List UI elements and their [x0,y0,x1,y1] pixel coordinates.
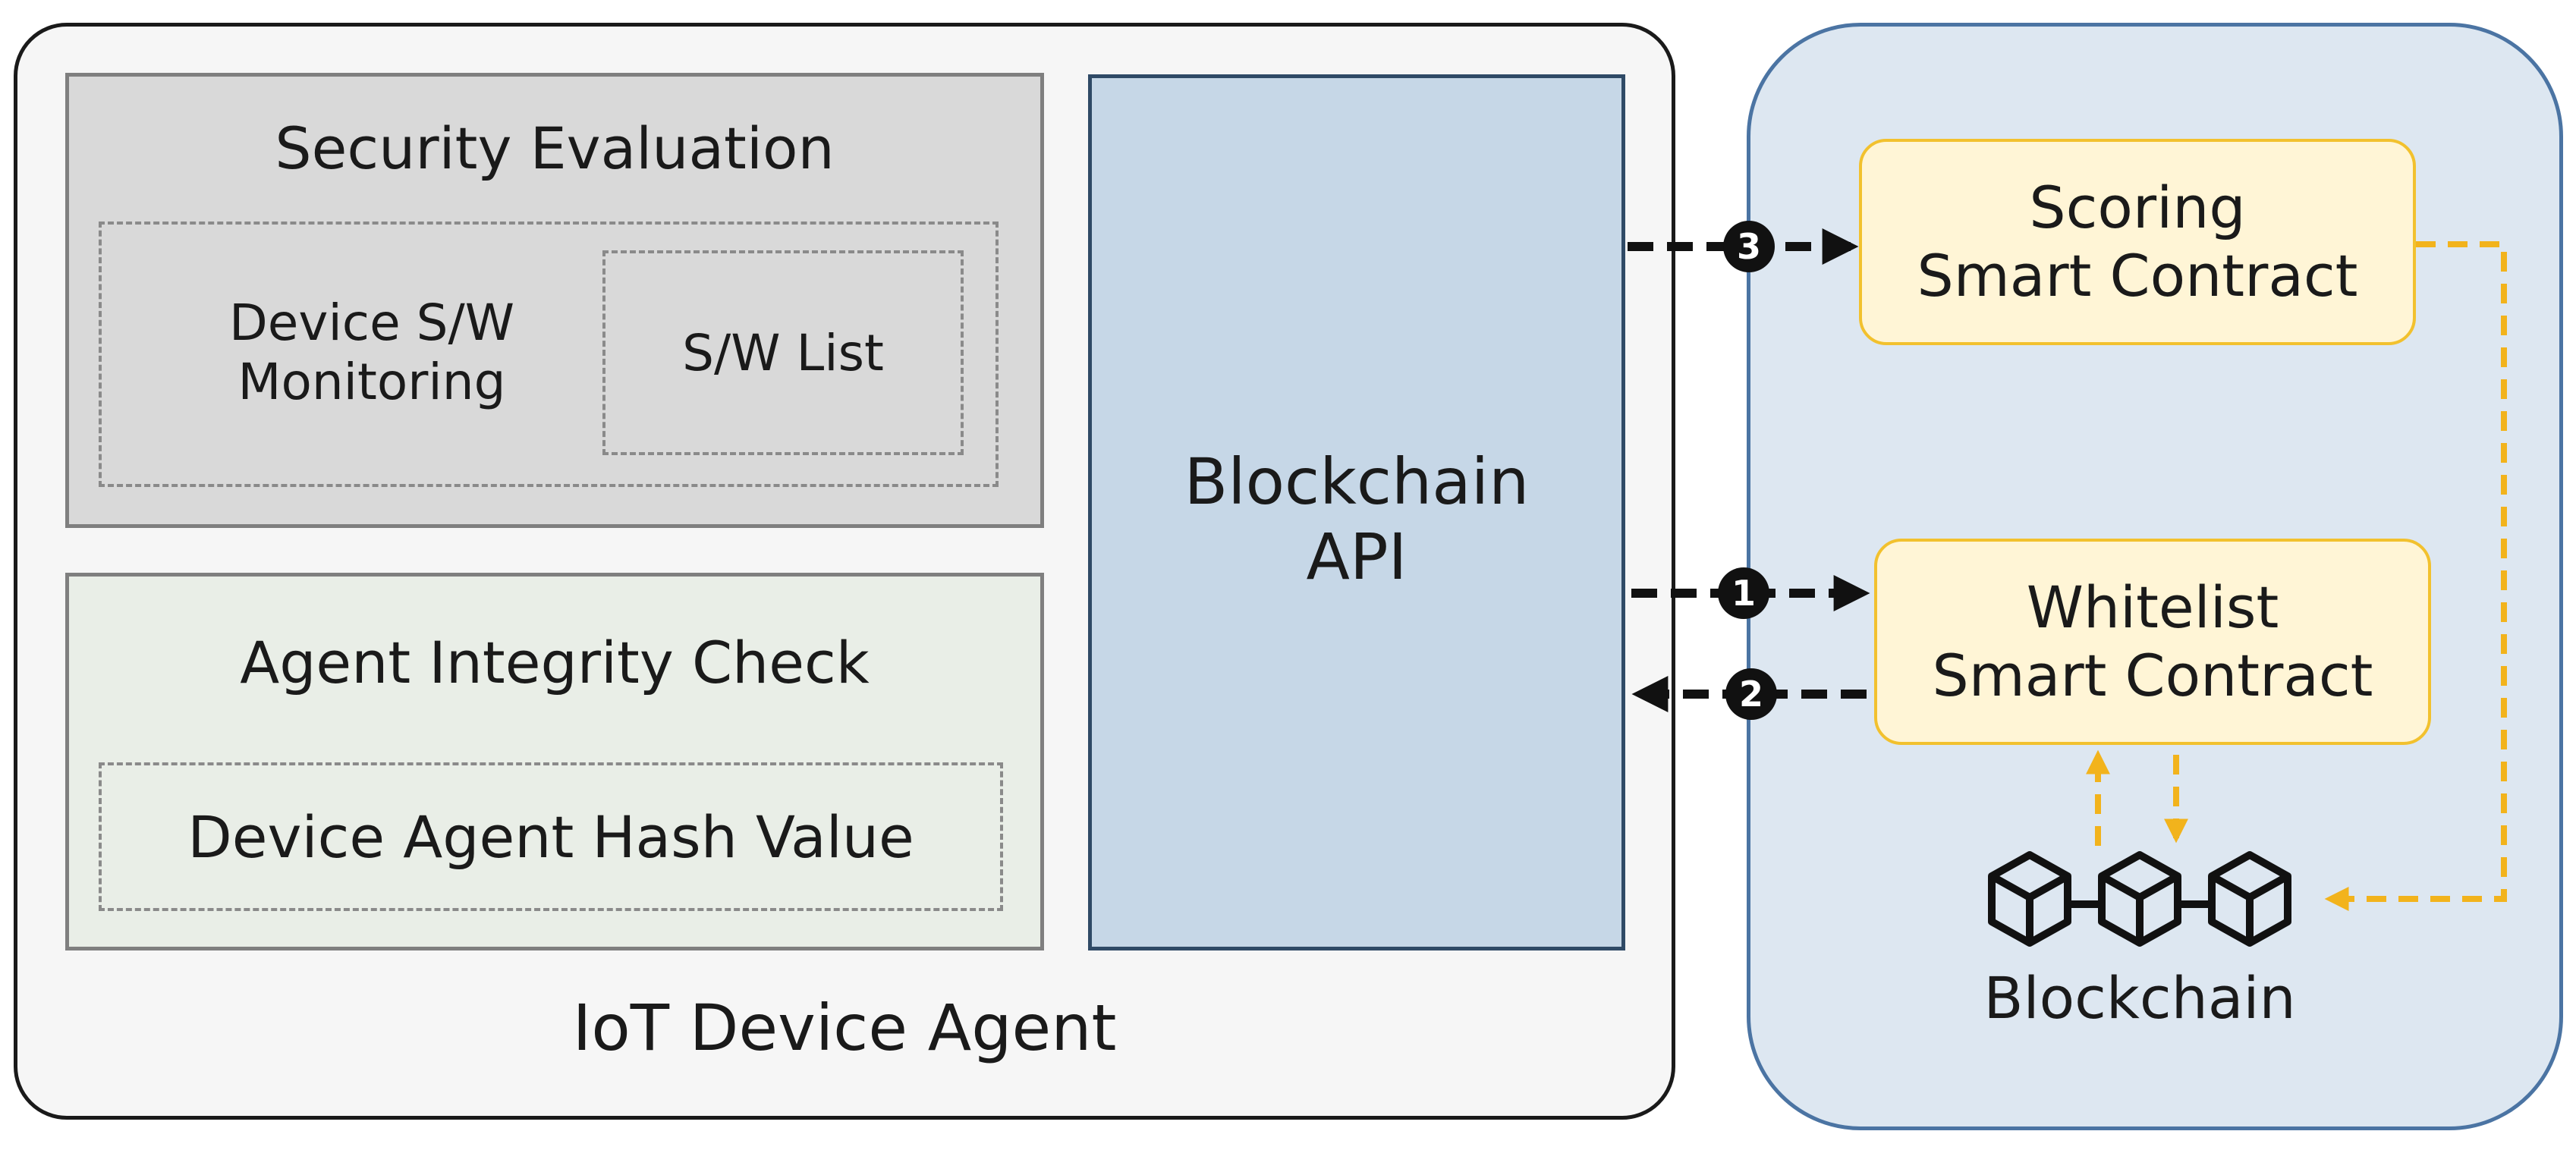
agent-integrity-check-box [65,573,1044,950]
step-3-number: 3 [1737,226,1761,267]
sw-list-box: S/W List [602,250,964,455]
monitoring-line-2: Monitoring [237,353,506,411]
iot-device-agent-title: IoT Device Agent [572,991,1117,1065]
step-2-number: 2 [1739,674,1763,715]
step-2-marker: 2 [1725,668,1777,720]
whitelist-line-2: Smart Contract [1932,642,2373,709]
step-1-number: 1 [1731,573,1756,614]
step-3-marker: 3 [1723,221,1775,272]
scoring-line-1: Scoring [2029,174,2246,242]
whitelist-line-1: Whitelist [2026,573,2279,642]
step-1-marker: 1 [1718,567,1769,619]
scoring-line-2: Smart Contract [1917,242,2358,309]
agent-integrity-check-title: Agent Integrity Check [240,628,870,696]
api-line-1: Blockchain [1184,444,1530,519]
blockchain-api-label: Blockchain API [1088,425,1625,614]
blockchain-label: Blockchain [1983,963,2296,1032]
arrow-scoring-to-blockchain [2324,241,2507,911]
blockchain-cubes-icon [1988,851,2291,947]
device-sw-monitoring-label: Device S/W Monitoring [114,258,630,448]
security-inner-dashed-group [99,222,999,487]
security-evaluation-title: Security Evaluation [275,114,835,182]
api-line-2: API [1306,520,1408,594]
monitoring-line-1: Device S/W [228,294,515,353]
device-agent-hash-value-box: Device Agent Hash Value [99,762,1003,911]
whitelist-smart-contract-box: Whitelist Smart Contract [1874,539,2431,745]
scoring-smart-contract-box: Scoring Smart Contract [1859,139,2416,345]
blockchain-api-box [1088,74,1625,950]
